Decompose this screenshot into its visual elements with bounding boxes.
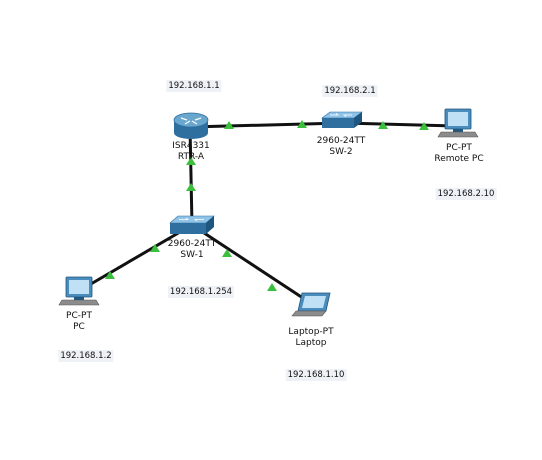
link-up-indicator xyxy=(186,183,196,191)
router-icon[interactable] xyxy=(173,112,209,139)
laptop-name: Laptop xyxy=(295,338,327,348)
link-up-indicator xyxy=(150,244,160,252)
link-up-indicator xyxy=(186,157,196,165)
pc-icon[interactable] xyxy=(437,108,479,138)
pc-ip-note: 192.168.1.2 xyxy=(58,350,114,362)
router-model: ISR4331 xyxy=(172,141,210,151)
laptop-label: Laptop-PT Laptop xyxy=(288,327,333,349)
link-up-indicator xyxy=(105,271,115,279)
link-up-indicator xyxy=(297,120,307,128)
laptop-model: Laptop-PT xyxy=(288,327,334,337)
remote-pc-ip-note: 192.168.2.10 xyxy=(435,188,497,200)
sw2-name: SW-2 xyxy=(329,147,353,157)
sw1-label: 2960-24TT SW-1 xyxy=(168,239,216,261)
switch-icon[interactable] xyxy=(321,111,363,128)
pc-icon[interactable] xyxy=(58,276,100,306)
switch-icon[interactable] xyxy=(169,215,215,234)
laptop-ip-note: 192.168.1.10 xyxy=(285,369,347,381)
link-status-indicators xyxy=(105,120,429,291)
link-up-indicator xyxy=(378,121,388,129)
link-up-indicator xyxy=(419,122,429,130)
link-up-indicator xyxy=(222,249,232,257)
sw1-name: SW-1 xyxy=(180,250,204,260)
router-label: ISR4331 RTR-A xyxy=(172,141,210,163)
link-up-indicator xyxy=(267,283,277,291)
links xyxy=(83,121,456,306)
remote-pc-name: Remote PC xyxy=(434,154,484,164)
link-router-sw1[interactable] xyxy=(188,126,194,226)
pc-model: PC-PT xyxy=(66,311,92,321)
link-up-indicator xyxy=(224,121,234,129)
pc-name: PC xyxy=(73,322,85,332)
link-sw1-pc[interactable] xyxy=(83,223,193,290)
pc-label: PC-PT PC xyxy=(66,311,92,333)
router-ip-note: 192.168.1.1 xyxy=(166,80,222,92)
remote-pc-label: PC-PT Remote PC xyxy=(434,143,483,165)
sw1-ip-note: 192.168.1.254 xyxy=(167,286,235,298)
sw2-ip-note: 192.168.2.1 xyxy=(322,85,378,97)
sw1-model: 2960-24TT xyxy=(167,239,217,249)
link-router-sw2[interactable] xyxy=(189,121,343,129)
link-sw2-remote-pc[interactable] xyxy=(341,121,456,128)
router-name: RTR-A xyxy=(177,152,205,162)
sw2-model: 2960-24TT xyxy=(316,136,366,146)
link-sw1-laptop[interactable] xyxy=(191,223,313,306)
remote-pc-model: PC-PT xyxy=(446,143,472,153)
sw2-label: 2960-24TT SW-2 xyxy=(317,136,365,158)
laptop-icon[interactable] xyxy=(291,292,331,317)
